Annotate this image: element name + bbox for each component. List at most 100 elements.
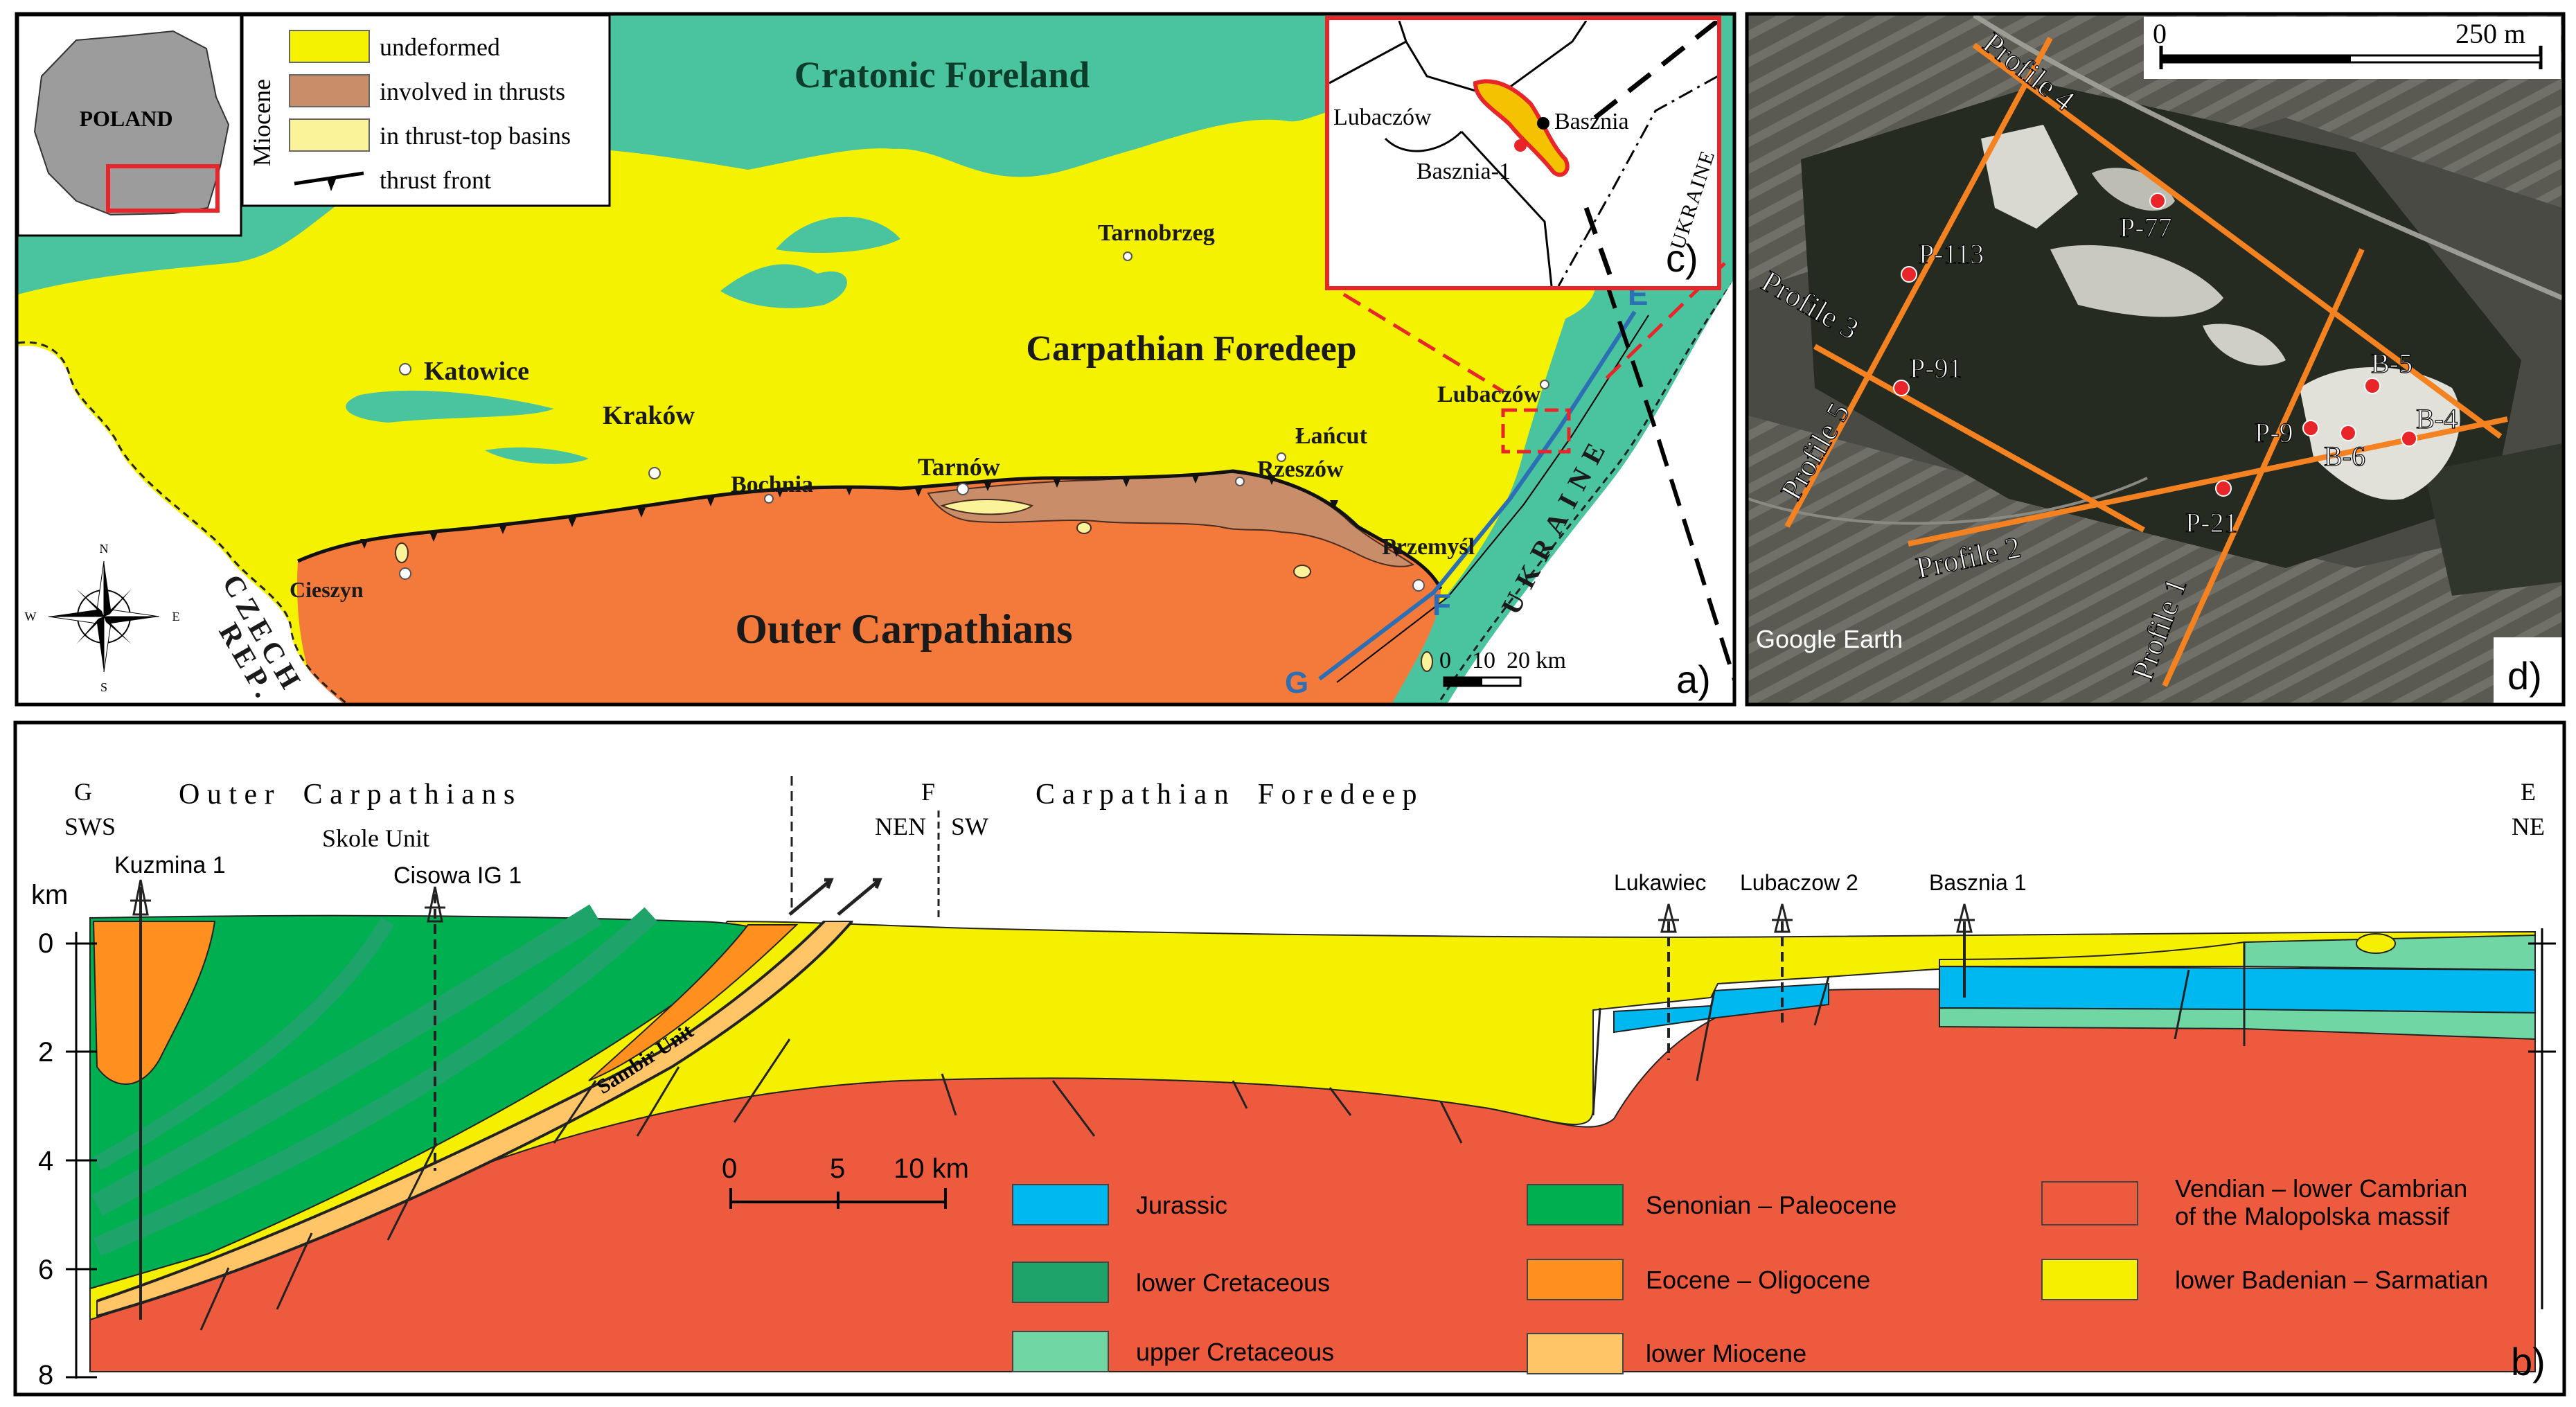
drill-rig-icon (425, 886, 445, 923)
scale-label: 20 km (1507, 648, 1566, 673)
legend-item: upper Cretaceous (1136, 1338, 1334, 1366)
legend-item: lower Cretaceous (1136, 1268, 1330, 1297)
legend-item: thrust front (380, 166, 491, 194)
point-label: P-9 (2255, 417, 2293, 448)
legend-item: in thrust-top basins (380, 122, 571, 150)
end-letter: E (2521, 778, 2536, 806)
mid-letter: F (921, 778, 935, 806)
poland-label: POLAND (79, 106, 172, 131)
depth-tick-label: 8 (38, 1360, 53, 1390)
sample-points (1893, 193, 2417, 497)
city-label: Lubaczów (1437, 382, 1541, 407)
well-label: Cisowa IG 1 (393, 862, 522, 889)
compass-label: E (172, 610, 180, 623)
legend-item: Senonian – Paleocene (1646, 1191, 1897, 1219)
section-title: O u t e r C a r p a t h i a n s (179, 779, 515, 811)
scale-label: 10 km (894, 1153, 969, 1184)
city-label: Łańcut (1295, 423, 1368, 449)
basznia-outcrop (1473, 79, 1570, 177)
city-label: Kraków (603, 401, 695, 430)
compass-label: S (100, 680, 107, 694)
region-label: Outer Carpathians (735, 606, 1072, 652)
panel-letter-b: b) (2511, 1340, 2546, 1383)
panel-letter-c: c) (1666, 236, 1698, 280)
end-letter: G (74, 778, 92, 806)
point-label: P-113 (1919, 238, 1984, 269)
point-label: B-6 (2324, 441, 2365, 472)
well-label: Basznia 1 (1929, 870, 2027, 895)
drill-rig-icon (1658, 903, 1679, 933)
point-labels: P-113 P-77 P-91 P-9 P-21 B-5 B-4 B-6 (1909, 211, 2458, 538)
place-label: Basznia (1554, 109, 1629, 134)
city-label: Rzeszów (1257, 457, 1344, 482)
zoom-box (1501, 408, 1571, 454)
quarry-bright (2300, 367, 2460, 500)
thrust-top-basin (940, 499, 1034, 515)
legend-item: Jurassic (1136, 1191, 1227, 1219)
farmland (1748, 416, 2562, 703)
drill-rig-icon (130, 879, 151, 916)
lower-cretaceous-band (93, 907, 658, 1256)
lower-cretaceous-band (93, 917, 395, 1171)
point-label: P-21 (2185, 507, 2238, 538)
scale-bar-a: 0 10 20 km (1439, 648, 1566, 687)
panel-b-section (89, 776, 2536, 1372)
road (1748, 477, 2148, 525)
panel-b-labels: G SWS F NEN SW E NE O u t e r C a r p a … (31, 778, 2556, 1390)
depth-tick-label: 0 (38, 928, 53, 959)
drill-rig-icon (1954, 903, 1975, 933)
basznia-1-marker (1514, 139, 1527, 152)
legend-item: lower Badenian – Sarmatian (2175, 1266, 2488, 1294)
region-label: Carpathian Foredeep (1026, 329, 1356, 369)
scale-label: 5 (830, 1153, 845, 1184)
depth-tick-label: 6 (38, 1255, 53, 1285)
city-label: Tarnobrzeg (1098, 220, 1215, 246)
scale-label: 10 (1472, 648, 1495, 673)
outer-carpathians-area (297, 471, 1441, 703)
legend-item: involved in thrusts (380, 78, 565, 105)
basznia-marker (1537, 117, 1549, 130)
poland-inset: POLAND (17, 14, 242, 237)
end-direction: NE (2512, 813, 2545, 840)
mid-direction: NEN (875, 813, 926, 840)
compass-label: N (100, 542, 109, 556)
legend-item: of the Malopolska massif (2175, 1202, 2450, 1230)
point-label: B-4 (2416, 403, 2458, 434)
depth-unit: km (31, 880, 68, 910)
city-label: Cieszyn (290, 577, 364, 602)
legend-item: Eocene – Oligocene (1646, 1266, 1870, 1294)
line-letter-f: F (1432, 588, 1451, 622)
line-EG-edge (1336, 315, 1649, 683)
badenian-top (1939, 941, 2245, 967)
region-label: Cratonic Foreland (794, 54, 1090, 96)
jurassic (1939, 965, 2536, 1014)
panel-a-frame (15, 12, 1736, 707)
badenian-sarmatian (89, 920, 2536, 1321)
google-earth-watermark: Google Earth (1756, 625, 1903, 653)
faults (199, 942, 2246, 1331)
depth-tick-label: 4 (38, 1146, 53, 1176)
study-area-box (106, 164, 220, 213)
point-label: B-5 (2371, 348, 2413, 379)
place-label: Basznia-1 (1416, 159, 1511, 184)
thrust-line (96, 920, 826, 1302)
border-dashed (18, 341, 347, 703)
lower-cretaceous-band (91, 904, 602, 1216)
thrust-line (96, 920, 853, 1318)
city-dots (399, 251, 1549, 592)
eocene-oligocene (588, 924, 799, 1081)
legend-b: Jurassic lower Cretaceous upper Cretaceo… (1012, 1174, 2488, 1374)
point-label: P-77 (2120, 212, 2172, 243)
drill-rig-icon (1772, 903, 1793, 933)
legend-item: Vendian – lower Cambrian (2175, 1174, 2467, 1203)
ukraine-white (1448, 281, 1733, 703)
city-label: Przemyśl (1382, 534, 1475, 560)
thrust-front-line (296, 469, 1443, 590)
thrust-top-basin (1293, 565, 1311, 578)
point-label: P-91 (1910, 353, 1962, 384)
legend-item: undeformed (380, 33, 500, 61)
quarry-bright (2050, 245, 2223, 317)
forest (2424, 443, 2562, 596)
panel-d-satellite: P-113 P-77 P-91 P-9 P-21 B-5 B-4 B-6 Pro… (1748, 15, 2562, 703)
